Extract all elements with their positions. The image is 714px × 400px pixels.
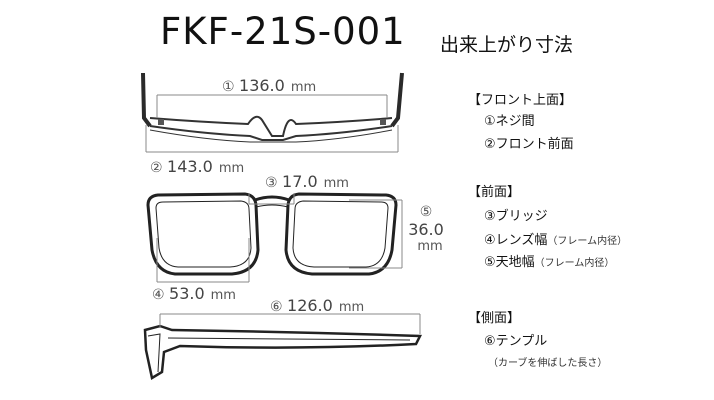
glasses-top-view — [141, 72, 404, 143]
product-code-title: FKF-21S-001 — [160, 10, 406, 53]
dimension-lines-front — [156, 193, 403, 283]
legend-item-lens-height: ⑤天地幅（フレーム内径） — [484, 255, 615, 270]
legend-heading-side: 【側面】 — [468, 311, 521, 326]
legend-item-screw-distance: ①ネジ間 — [484, 114, 535, 129]
dimension-lines-side — [159, 313, 421, 334]
legend-note-temple: （カーブを伸ばした長さ） — [488, 358, 608, 369]
dimension-label-5: ⑤ 36.0 mm — [408, 204, 444, 254]
legend-item-temple: ⑥テンプル — [484, 334, 548, 349]
glasses-front-view — [146, 192, 398, 276]
legend-item-lens-width: ④レンズ幅（フレーム内径） — [484, 233, 628, 248]
legend-item-front-width: ②フロント前面 — [484, 137, 574, 152]
dimension-lines-top — [145, 94, 399, 153]
legend-item-bridge: ③ブリッジ — [484, 209, 548, 224]
measurement-subtitle: 出来上がり寸法 — [440, 34, 574, 56]
glasses-side-view — [143, 324, 422, 380]
legend-heading-front: 【前面】 — [468, 185, 521, 200]
legend-heading-front-top: 【フロント上面】 — [468, 93, 573, 108]
